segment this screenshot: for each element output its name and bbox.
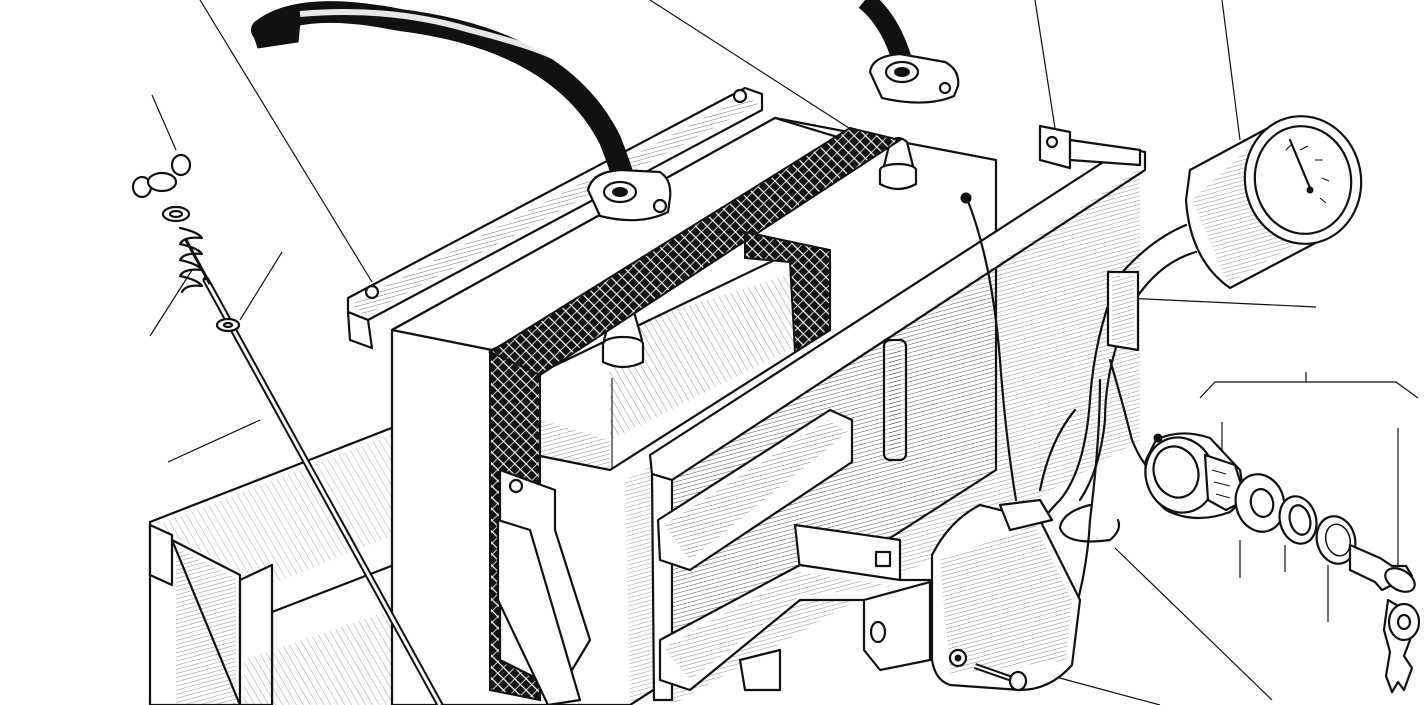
lock-washer bbox=[1278, 495, 1318, 545]
leader-line bbox=[649, 0, 853, 131]
washer bbox=[161, 205, 191, 223]
leader-line bbox=[151, 94, 177, 151]
bracket-stay bbox=[496, 468, 592, 705]
harness-clip bbox=[1058, 503, 1121, 543]
retaining-ring bbox=[1315, 515, 1357, 565]
leader-lines bbox=[149, 0, 1419, 705]
leader-line bbox=[1114, 547, 1273, 701]
leader-line bbox=[167, 419, 261, 463]
wing-nut bbox=[131, 153, 192, 199]
battery-terminal-post bbox=[878, 136, 918, 191]
switch-nut bbox=[1234, 473, 1286, 533]
leader-line bbox=[1034, 0, 1056, 129]
ignition-switch bbox=[1144, 432, 1248, 520]
mounting-bracket bbox=[656, 408, 932, 692]
spring bbox=[178, 226, 204, 294]
leader-line bbox=[199, 0, 373, 283]
negative-battery-cable bbox=[251, 1, 641, 211]
leader-line bbox=[239, 251, 283, 321]
positive-battery-cable bbox=[858, 0, 912, 64]
leader-line bbox=[1221, 0, 1241, 141]
battery-terminal-clamp bbox=[586, 168, 672, 222]
leader-line bbox=[1124, 297, 1317, 308]
battery-clamp-bar bbox=[346, 86, 764, 350]
ignition-keys bbox=[1348, 543, 1421, 694]
sender-wire bbox=[960, 192, 1018, 502]
mounting-bolt bbox=[974, 663, 1028, 692]
ammeter-gauge bbox=[1184, 115, 1363, 290]
battery-terminal-post bbox=[601, 305, 645, 369]
washer bbox=[215, 317, 241, 333]
battery-terminal-clamp bbox=[868, 52, 960, 104]
leader-line bbox=[149, 269, 193, 337]
leader-line bbox=[1199, 381, 1419, 399]
voltage-regulator bbox=[930, 498, 1082, 692]
